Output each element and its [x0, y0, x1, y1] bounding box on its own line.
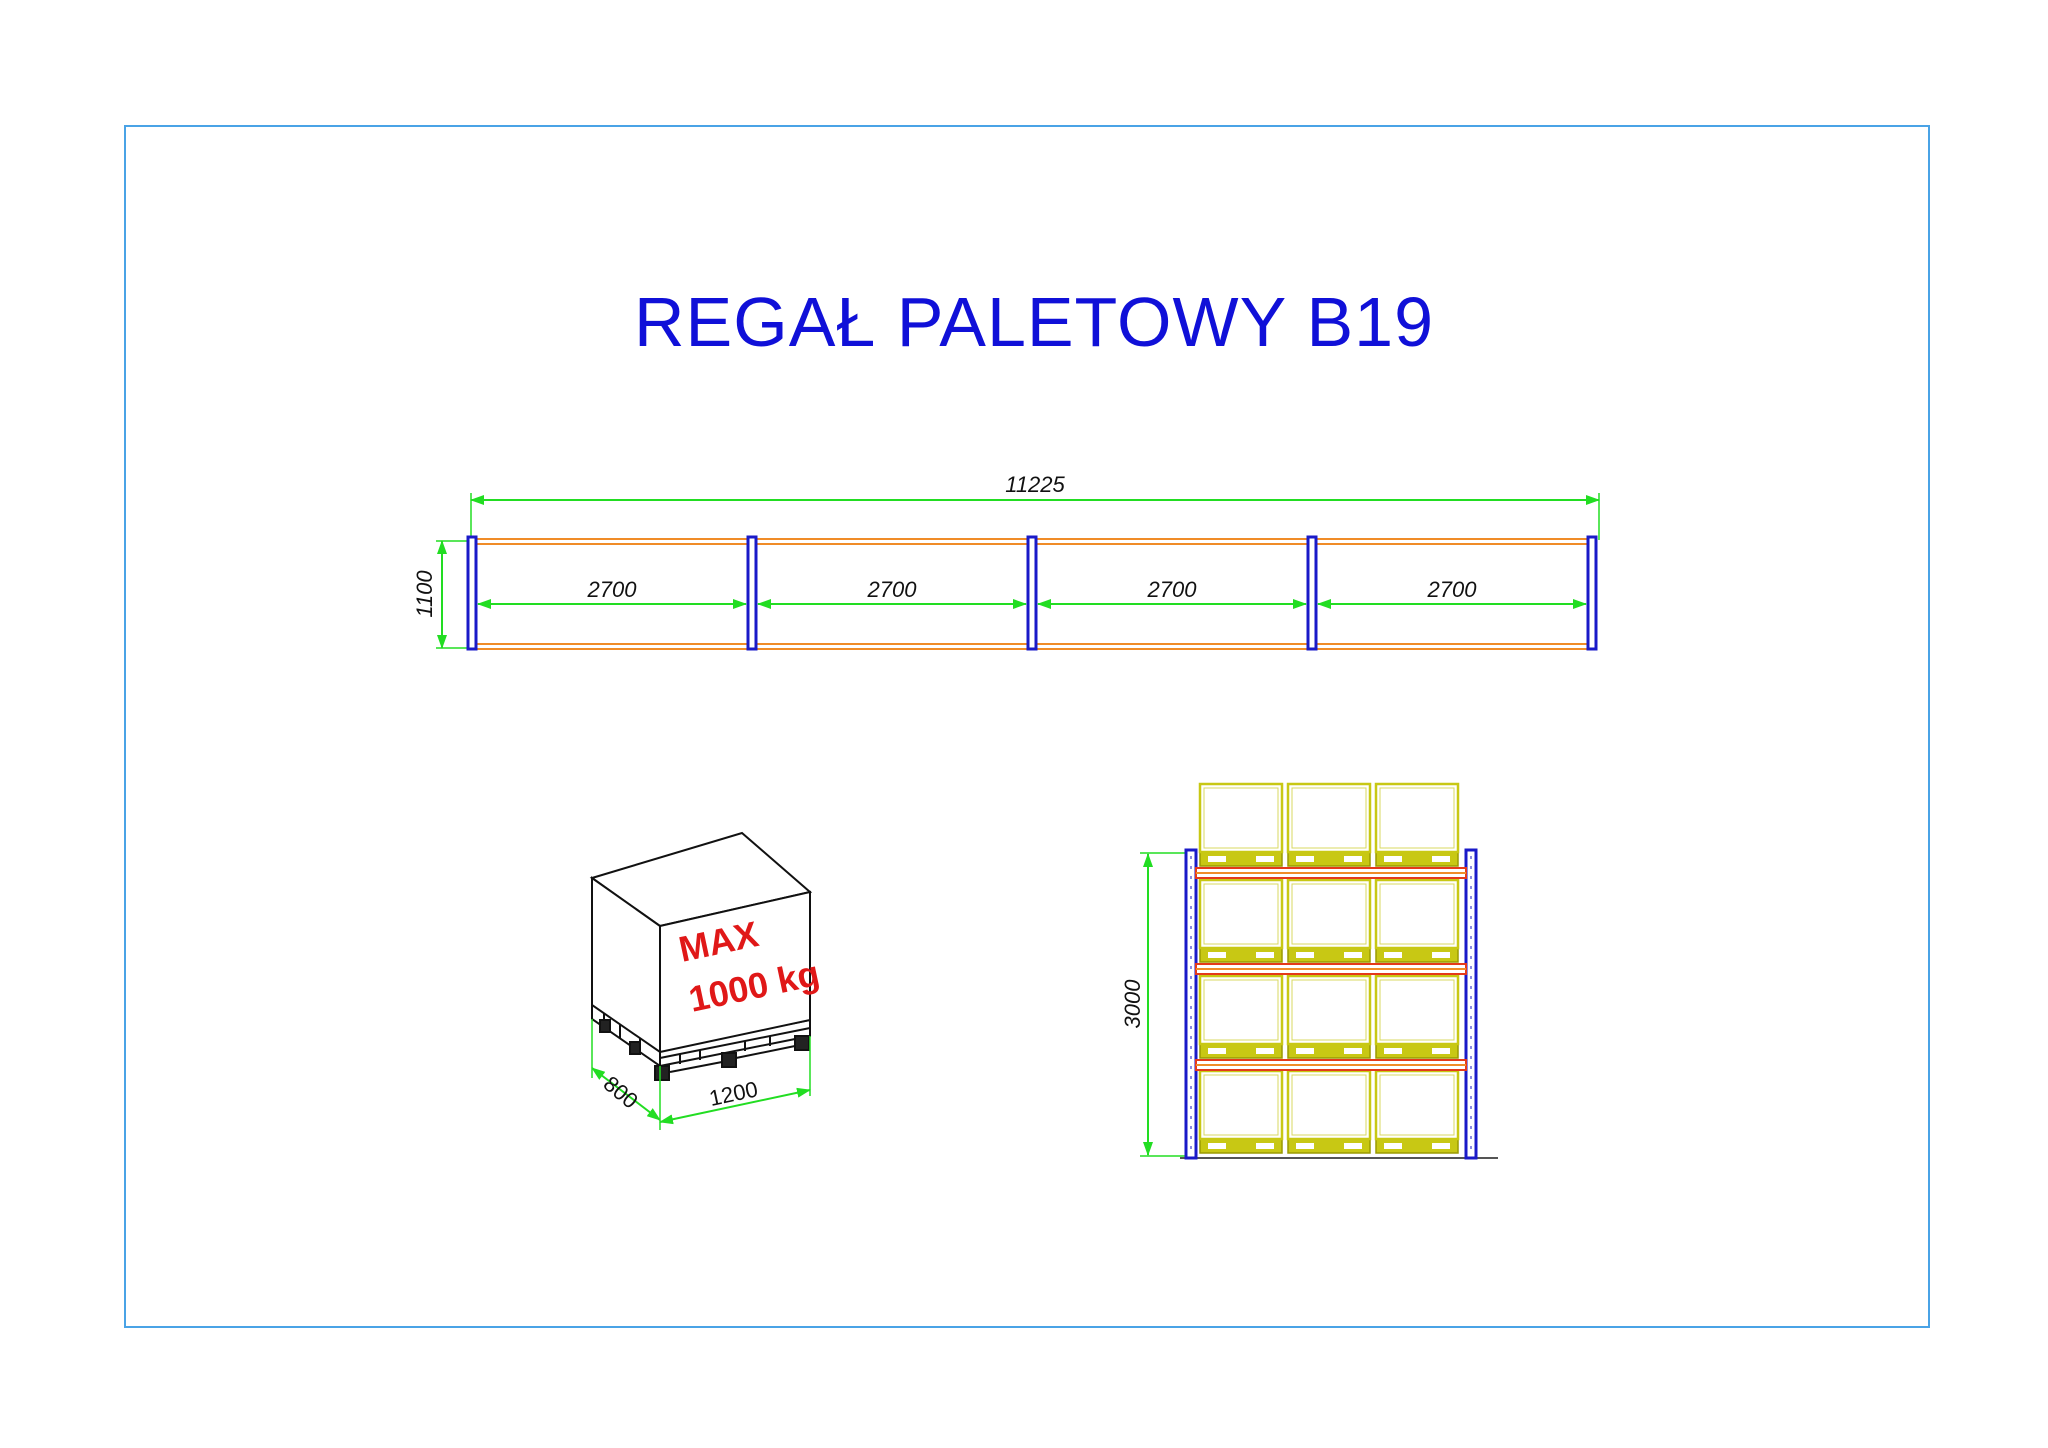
pallet-gap-4-1-b: [1256, 856, 1274, 862]
box-3-2: [1286, 878, 1372, 950]
pallet-gap-4-2-a: [1296, 856, 1314, 862]
pallet-gap-4-3-b: [1432, 856, 1450, 862]
pallet-gap-1-2-a: [1296, 1143, 1314, 1149]
pallet-gap-2-1-a: [1208, 1048, 1226, 1054]
left-upright: [1184, 848, 1198, 1160]
pallet-gap-1-2-b: [1344, 1143, 1362, 1149]
box-4-1: [1198, 782, 1284, 854]
box-inner-2-1: [1203, 979, 1279, 1041]
box-inner-1-3: [1379, 1074, 1455, 1136]
bay-3-label: 2700: [1147, 577, 1198, 602]
pallet-gap-2-1-b: [1256, 1048, 1274, 1054]
box-inner-1-2: [1291, 1074, 1367, 1136]
box-inner-4-1: [1203, 787, 1279, 849]
depth-label: 1100: [412, 570, 437, 618]
box-front-face: [659, 890, 811, 1054]
box-inner-2-2: [1291, 979, 1367, 1041]
pallet-gap-3-1-b: [1256, 952, 1274, 958]
pallet-gap-4-2-b: [1344, 856, 1362, 862]
upright-4: [1306, 535, 1318, 651]
box-inner-3-2: [1291, 883, 1367, 945]
pallet-gap-2-2-a: [1296, 1048, 1314, 1054]
box-inner-3-1: [1203, 883, 1279, 945]
box-3-1: [1198, 878, 1284, 950]
box-inner-1-1: [1203, 1074, 1279, 1136]
box-inner-4-3: [1379, 787, 1455, 849]
pallet-width-dimension-line: [659, 1087, 811, 1125]
box-inner-3-3: [1379, 883, 1455, 945]
upright-1: [466, 535, 478, 651]
total-length-label: 11225: [1005, 472, 1065, 497]
box-3-3: [1374, 878, 1460, 950]
pallet-gap-3-3-b: [1432, 952, 1450, 958]
pallet-gap-4-1-a: [1208, 856, 1226, 862]
pallet-gap-1-3-b: [1432, 1143, 1450, 1149]
pallet-gap-2-3-a: [1384, 1048, 1402, 1054]
box-4-2: [1286, 782, 1372, 854]
bay-4-label: 2700: [1427, 577, 1478, 602]
bay-1-label: 2700: [587, 577, 638, 602]
pallet-gap-3-2-a: [1296, 952, 1314, 958]
upright-2: [746, 535, 758, 651]
pallet-width-label: 1200: [707, 1076, 760, 1111]
box-2-3: [1374, 974, 1460, 1046]
box-inner-2-3: [1379, 979, 1455, 1041]
box-1-3: [1374, 1069, 1460, 1141]
pallet-gap-2-2-b: [1344, 1048, 1362, 1054]
pallet-gap-1-3-a: [1384, 1143, 1402, 1149]
box-inner-4-2: [1291, 787, 1367, 849]
box-4-3: [1374, 782, 1460, 854]
height-label: 3000: [1120, 979, 1145, 1029]
pallet-gap-3-1-a: [1208, 952, 1226, 958]
elevation-levels: [1195, 782, 1467, 1154]
pallet-gap-3-3-a: [1384, 952, 1402, 958]
pallet-isometric: MAX 1000 kg 1200 800: [589, 831, 823, 1130]
bay-2-label: 2700: [867, 577, 918, 602]
pallet-gap-2-3-b: [1432, 1048, 1450, 1054]
pallet-gap-1-1-b: [1256, 1143, 1274, 1149]
plan-view: 11225 1100 2700 2700 2700 2700: [412, 472, 1600, 651]
pallet-depth-dimension-line: [591, 1067, 661, 1121]
box-2-1: [1198, 974, 1284, 1046]
box-2-2: [1286, 974, 1372, 1046]
upright-3: [1026, 535, 1038, 651]
right-upright: [1464, 848, 1478, 1160]
pallet-gap-3-2-b: [1344, 952, 1362, 958]
drawing-title: REGAŁ PALETOWY B19: [634, 283, 1434, 361]
pallet-gap-1-1-a: [1208, 1143, 1226, 1149]
box-1-2: [1286, 1069, 1372, 1141]
box-1-1: [1198, 1069, 1284, 1141]
pallet-gap-4-3-a: [1384, 856, 1402, 862]
rack-elevation: 3000: [1120, 782, 1498, 1160]
upright-5: [1586, 535, 1598, 651]
drawing-frame: [124, 125, 1930, 1328]
